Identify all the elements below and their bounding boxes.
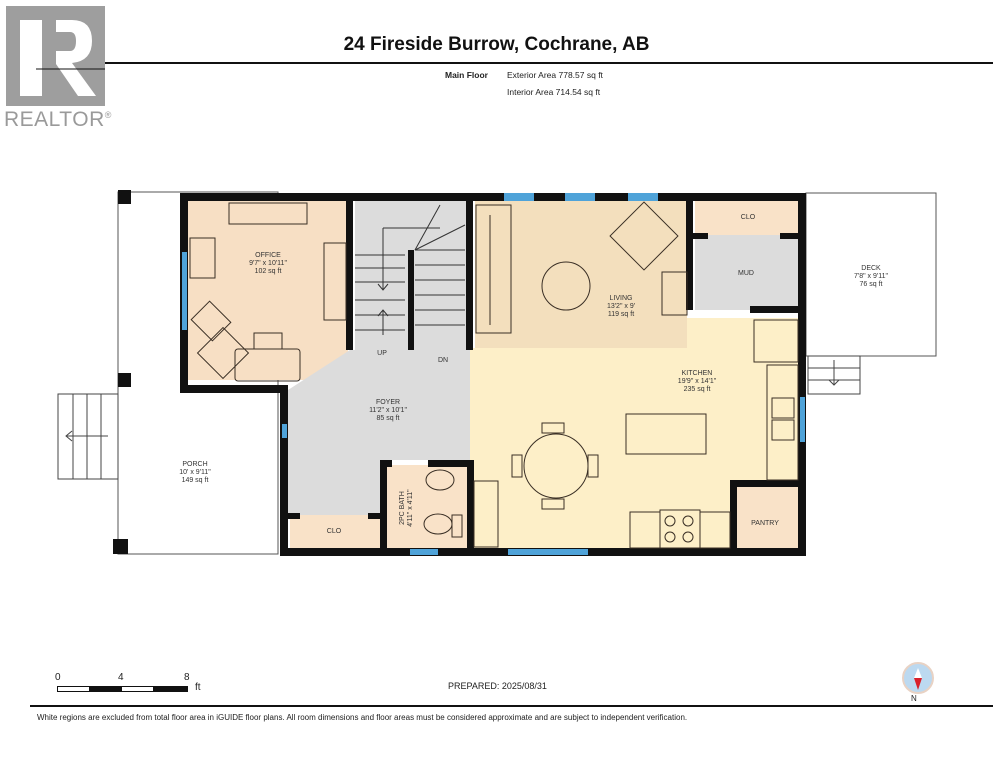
compass-needle-icon [914, 668, 922, 690]
foyer-room [288, 350, 470, 518]
compass-north-label: N [911, 694, 917, 703]
furniture [189, 201, 799, 549]
windows [182, 193, 805, 555]
closet-upper [695, 200, 800, 235]
scale-unit: ft [195, 682, 201, 693]
stairs-down-label: DN [437, 357, 449, 364]
scale-segment [121, 686, 154, 692]
exterior-area: Exterior Area 778.57 sq ft [507, 70, 603, 80]
room-label-pantry: PANTRY [751, 520, 779, 527]
room-label-closet-lower: CLO [326, 528, 342, 535]
pantry-room [735, 485, 800, 548]
footer-divider [30, 705, 993, 707]
living-room [475, 200, 687, 348]
office-room [188, 200, 348, 380]
prepared-date: PREPARED: 2025/08/31 [448, 681, 547, 691]
scale-tick-4: 4 [118, 672, 124, 683]
mud-room [695, 235, 800, 310]
closet-lower [290, 515, 380, 548]
floor-label: Main Floor [445, 70, 488, 80]
scale-segment [153, 686, 188, 692]
scale-tick-0: 0 [55, 672, 61, 683]
stairs-up-label: UP [377, 350, 387, 357]
disclaimer-text: White regions are excluded from total fl… [37, 713, 688, 722]
scale-segment [57, 686, 90, 692]
scale-tick-8: 8 [184, 672, 190, 683]
room-label-closet-upper: CLO [740, 214, 756, 221]
scale-segment [89, 686, 122, 692]
kitchen-room [470, 318, 800, 548]
realtor-logo [6, 6, 105, 106]
property-address-title: 24 Fireside Burrow, Cochrane, AB [343, 34, 650, 55]
realtor-wordmark: REALTOR® [4, 108, 112, 131]
deck-area [805, 192, 937, 395]
interior-area: Interior Area 714.54 sq ft [507, 87, 601, 97]
title-divider [105, 62, 993, 64]
staircase [355, 204, 466, 335]
room-label-mud: MUD [738, 270, 754, 277]
realtor-r-icon [20, 20, 105, 96]
